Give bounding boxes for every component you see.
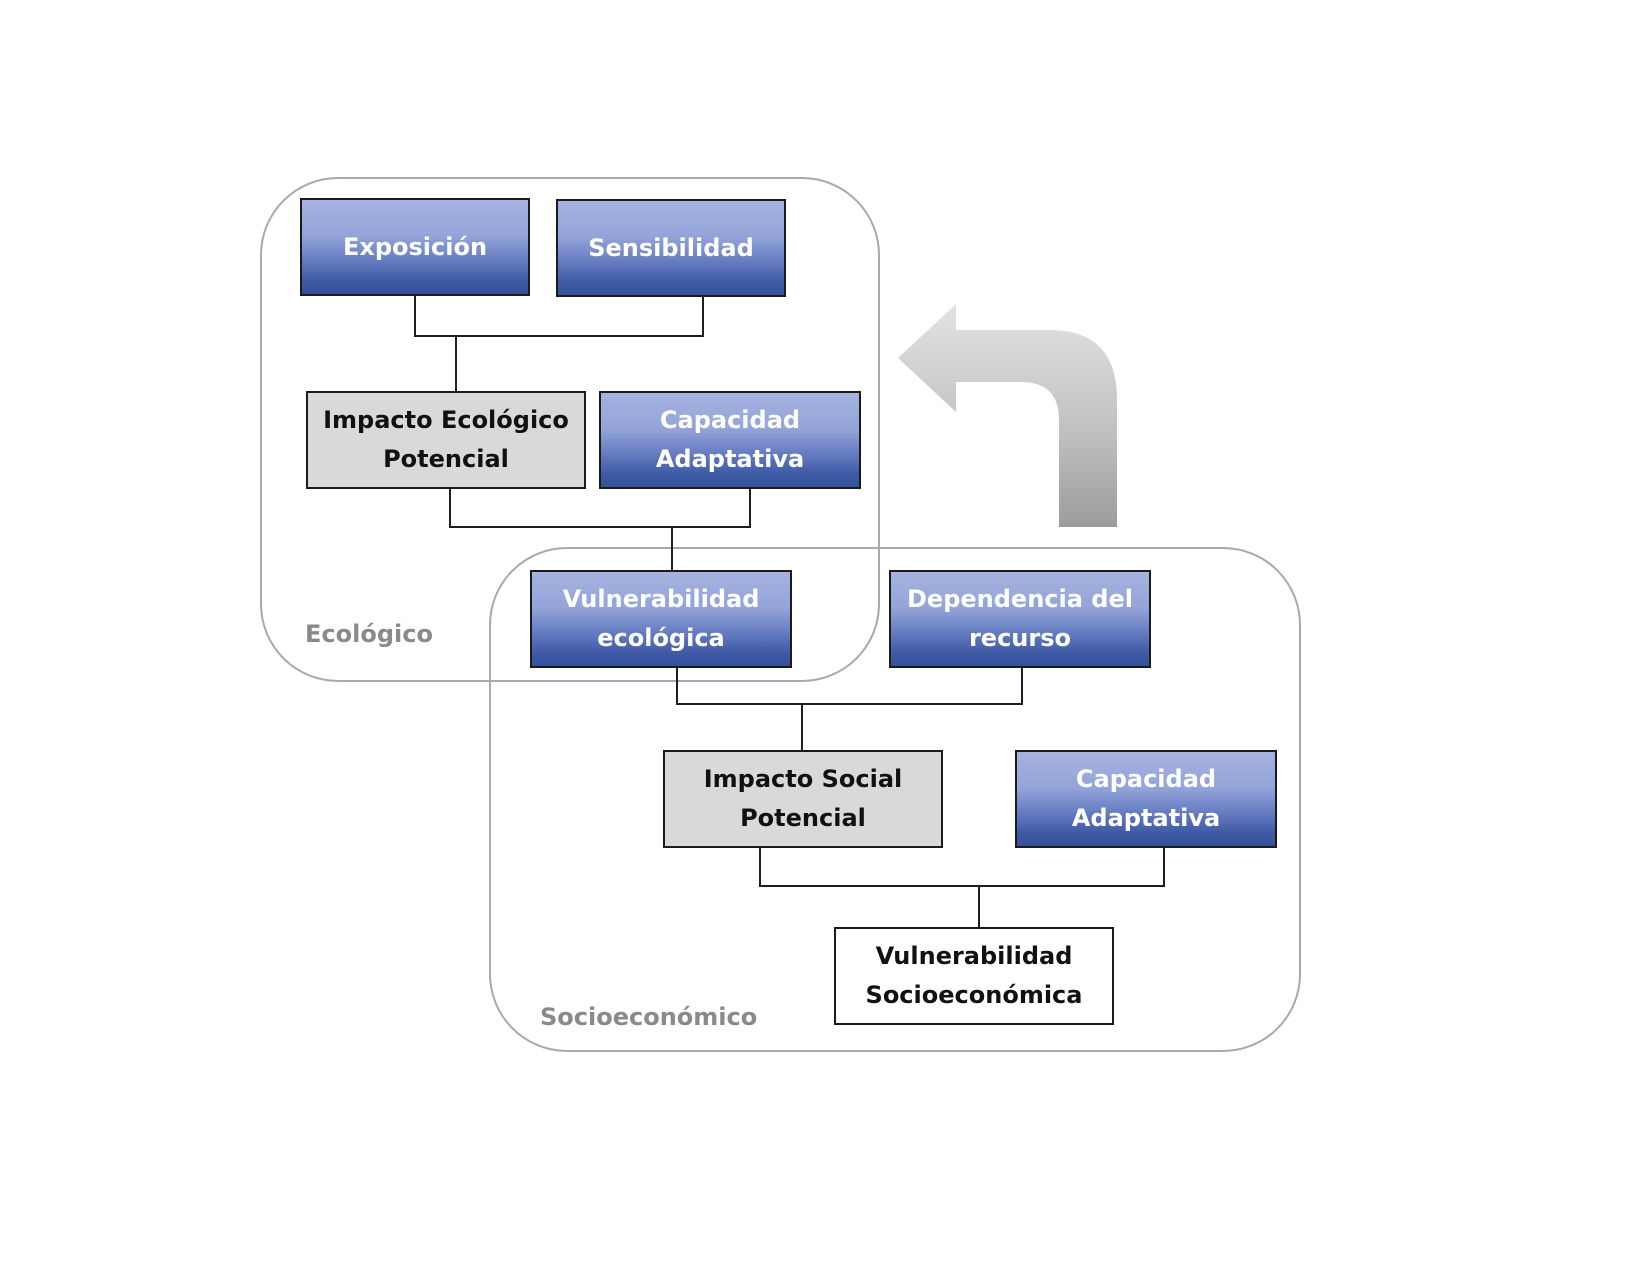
impacto-ecologico-line1: Impacto Ecológico — [323, 406, 569, 434]
capacidad-adaptativa-eco-line1: Capacidad — [659, 406, 801, 434]
ecologico-label: Ecológico — [305, 620, 433, 648]
vulnerabilidad-socio-line2: Socioeconómica — [865, 981, 1083, 1009]
impacto-ecologico-line2: Potencial — [383, 445, 509, 473]
vulnerabilidad-ecologica-line2: ecológica — [597, 624, 725, 652]
exposicion-box: Exposición — [300, 198, 530, 296]
vulnerabilidad-ecologica-box: Vulnerabilidad ecológica — [530, 570, 792, 668]
vulnerabilidad-ecologica-line1: Vulnerabilidad — [562, 585, 760, 613]
vulnerabilidad-socioeconomica-box: Vulnerabilidad Socioeconómica — [834, 927, 1114, 1025]
impacto-social-box: Impacto Social Potencial — [663, 750, 943, 848]
dependencia-recurso-line2: recurso — [968, 624, 1072, 652]
dependencia-recurso-box: Dependencia del recurso — [889, 570, 1151, 668]
capacidad-adaptativa-soc-line1: Capacidad — [1075, 765, 1217, 793]
exposicion-label: Exposición — [342, 232, 488, 261]
impacto-ecologico-box: Impacto Ecológico Potencial — [306, 391, 586, 489]
sensibilidad-label: Sensibilidad — [588, 233, 754, 262]
ecologico-group — [260, 177, 880, 682]
dependencia-recurso-line1: Dependencia del — [907, 585, 1133, 613]
capacidad-adaptativa-socio-box: Capacidad Adaptativa — [1015, 750, 1277, 848]
socioeconomico-label: Socioeconómico — [540, 1003, 758, 1031]
impacto-social-line2: Potencial — [740, 804, 866, 832]
capacidad-adaptativa-eco-line2: Adaptativa — [655, 445, 805, 473]
vulnerabilidad-socio-line1: Vulnerabilidad — [875, 942, 1073, 970]
sensibilidad-box: Sensibilidad — [556, 199, 786, 297]
impacto-social-line1: Impacto Social — [703, 765, 903, 793]
socioeconomico-group — [489, 547, 1301, 1052]
capacidad-adaptativa-ecologica-box: Capacidad Adaptativa — [599, 391, 861, 489]
capacidad-adaptativa-soc-line2: Adaptativa — [1071, 804, 1221, 832]
